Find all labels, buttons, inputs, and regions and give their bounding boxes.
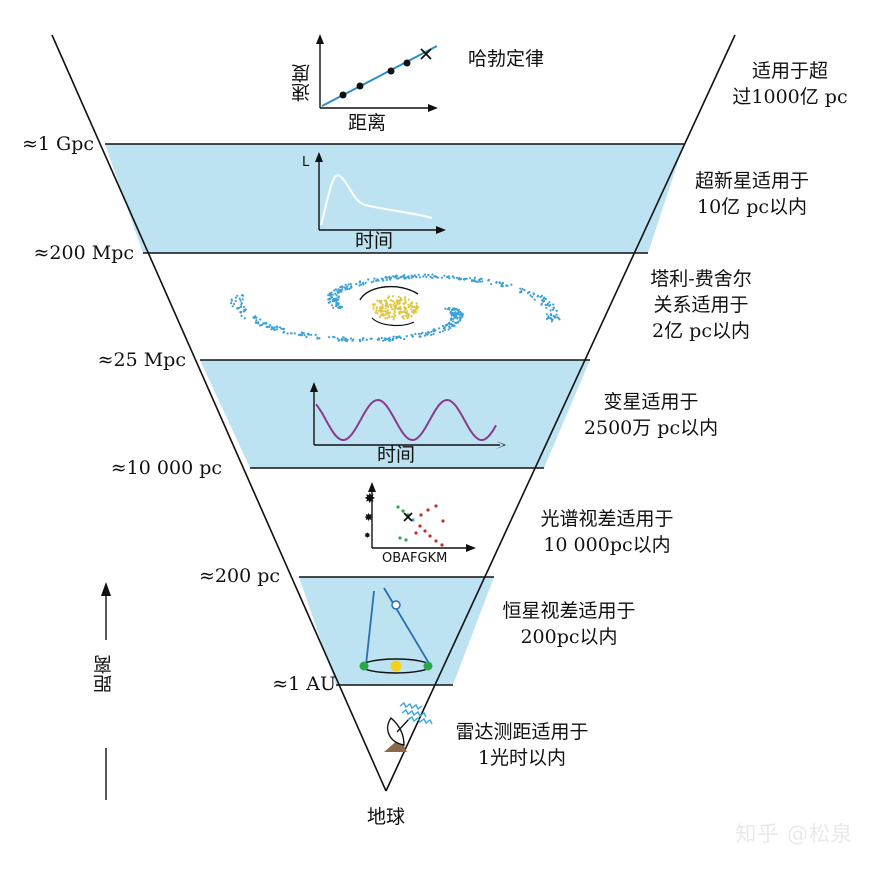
galaxy-illustration <box>230 273 561 343</box>
boundary-label-10000pc: ≈10 000 pc <box>110 457 222 479</box>
hubble-point <box>356 82 364 90</box>
hubble-xlabel: 距离 <box>348 112 387 134</box>
triangle-right-edge <box>385 34 736 792</box>
range-line: 1光时以内 <box>477 747 567 769</box>
radar-wave <box>407 715 433 725</box>
range-line: 10亿 pc以内 <box>696 196 808 218</box>
hr-cross-mark <box>403 512 413 522</box>
sun-icon <box>390 660 402 672</box>
boundary-label-200mpc: ≈200 Mpc <box>33 242 134 264</box>
small-star-icon: ✸ <box>364 531 371 540</box>
radar-wave <box>399 701 423 711</box>
hubble-plot <box>316 34 438 112</box>
range-line: 10 000pc以内 <box>543 534 671 556</box>
boundary-label-25mpc: ≈25 Mpc <box>97 349 186 371</box>
hubble-point <box>387 67 395 75</box>
method-range-radar: 雷达测距适用于 1光时以内 <box>432 719 612 771</box>
range-line: 塔利-费舍尔 <box>650 268 752 290</box>
variable-star-plot <box>310 382 506 449</box>
supernova-plot <box>315 152 446 234</box>
range-line: 变星适用于 <box>603 391 699 413</box>
earth-label: 地球 <box>367 806 406 828</box>
hubble-cross-mark <box>420 48 432 60</box>
range-line: 光谱视差适用于 <box>540 508 674 530</box>
supernova-ylabel: L <box>302 155 310 170</box>
range-line: 关系适用于 <box>653 294 749 316</box>
hubble-fit-line <box>321 45 438 107</box>
method-range-variable-star: 变星适用于 2500万 pc以内 <box>566 389 736 441</box>
range-line: 适用于超 <box>751 60 828 82</box>
target-star <box>391 600 401 610</box>
earth-position-left <box>359 661 369 671</box>
hr-xlabel: OBAFGKM <box>382 551 448 566</box>
medium-star-icon: ✸ <box>364 511 373 524</box>
earth-position-right <box>423 661 433 671</box>
radar-wave <box>401 708 427 718</box>
band-stellar-parallax <box>299 577 494 685</box>
hubble-point <box>403 59 411 67</box>
method-range-supernova: 超新星适用于 10亿 pc以内 <box>672 168 832 220</box>
boundary-label-1au: ≈1 AU <box>272 673 336 695</box>
band-variable-star <box>200 360 590 468</box>
method-range-spectroscopic-parallax: 光谱视差适用于 10 000pc以内 <box>512 506 702 558</box>
method-title-hubble: 哈勃定律 <box>468 48 545 70</box>
hubble-ylabel: 速度 <box>291 64 313 102</box>
arrow-up-icon <box>101 582 111 596</box>
range-line: 雷达测距适用于 <box>455 721 589 743</box>
triangle-left-edge <box>51 34 387 792</box>
range-line: 恒星视差适用于 <box>502 600 636 622</box>
method-range-stellar-parallax: 恒星视差适用于 200pc以内 <box>484 598 654 650</box>
variable-star-light-curve <box>315 398 497 441</box>
distance-arrow <box>101 582 111 800</box>
supernova-xlabel: 时间 <box>355 230 394 252</box>
range-line: 2亿 pc以内 <box>652 320 750 342</box>
range-line: 2500万 pc以内 <box>583 417 719 439</box>
range-line: 过1000亿 pc <box>732 86 848 108</box>
boundary-label-200pc: ≈200 pc <box>198 565 280 587</box>
band-supernova <box>105 144 684 253</box>
parallax-illustration <box>359 587 433 674</box>
hubble-point <box>339 91 347 99</box>
hr-diagram: ✸ ✸ ✸ <box>364 482 476 552</box>
big-star-icon: ✸ <box>364 491 376 507</box>
variable-xlabel: 时间 <box>377 444 416 466</box>
radar-dish <box>387 716 405 746</box>
boundary-label-1gpc: ≈1 Gpc <box>21 133 94 155</box>
supernova-light-curve <box>320 174 433 226</box>
radar-dish-illustration <box>384 701 433 752</box>
distance-axis-label: 距离 <box>93 655 115 693</box>
method-range-hubble: 适用于超 过1000亿 pc <box>715 58 865 110</box>
range-line: 200pc以内 <box>520 626 618 648</box>
method-range-tully-fisher: 塔利-费舍尔 关系适用于 2亿 pc以内 <box>626 266 776 344</box>
watermark: 知乎 @松泉 <box>735 822 853 846</box>
range-line: 超新星适用于 <box>694 170 809 192</box>
